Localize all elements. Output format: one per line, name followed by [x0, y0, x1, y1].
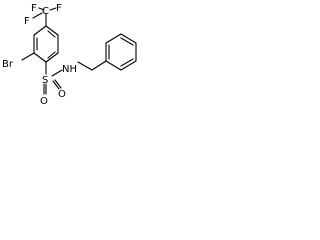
molecule-diagram: F F F C Br S O O NH: [2, 3, 137, 107]
molecule-structure-canvas: F F F C Br S O O NH: [0, 0, 167, 107]
bond-s-o-right-a: [52, 80, 60, 90]
bond-s-o-right-b: [54, 79, 62, 89]
atom-br: Br: [2, 59, 14, 70]
atom-s: S: [42, 75, 48, 86]
bond-ph-f: [105, 60, 122, 71]
bond-ring-c: [33, 52, 47, 63]
bond-ring-d: [45, 52, 59, 63]
bond-ph-double-3: [120, 58, 134, 67]
bond-ph-double-2: [120, 37, 134, 46]
bond-s-n: [51, 69, 63, 77]
bond-ph-b: [105, 33, 122, 44]
atom-f-top-left: F: [31, 3, 37, 14]
bond-n-ch2: [77, 61, 93, 71]
bond-ph-c: [120, 33, 137, 44]
bond-ring-double-2: [47, 51, 56, 59]
atom-o-left: O: [40, 96, 48, 107]
atom-f-left: F: [24, 16, 30, 27]
bond-ph-e: [120, 60, 137, 71]
bond-c-f-left: [32, 12, 43, 19]
bond-ch2-ring: [91, 60, 107, 71]
bond-ring-br: [21, 52, 35, 61]
atom-nh: NH: [62, 64, 77, 75]
bond-ring-double-3: [47, 30, 56, 38]
atom-c-cf3: C: [42, 6, 49, 17]
bond-c-f-top-left: [38, 7, 45, 11]
bond-c-f-top-right: [49, 7, 57, 11]
atom-o-right: O: [58, 89, 66, 100]
bond-ring-a: [33, 25, 47, 36]
atom-f-top-right: F: [56, 3, 62, 14]
bond-ring-f: [45, 25, 59, 36]
